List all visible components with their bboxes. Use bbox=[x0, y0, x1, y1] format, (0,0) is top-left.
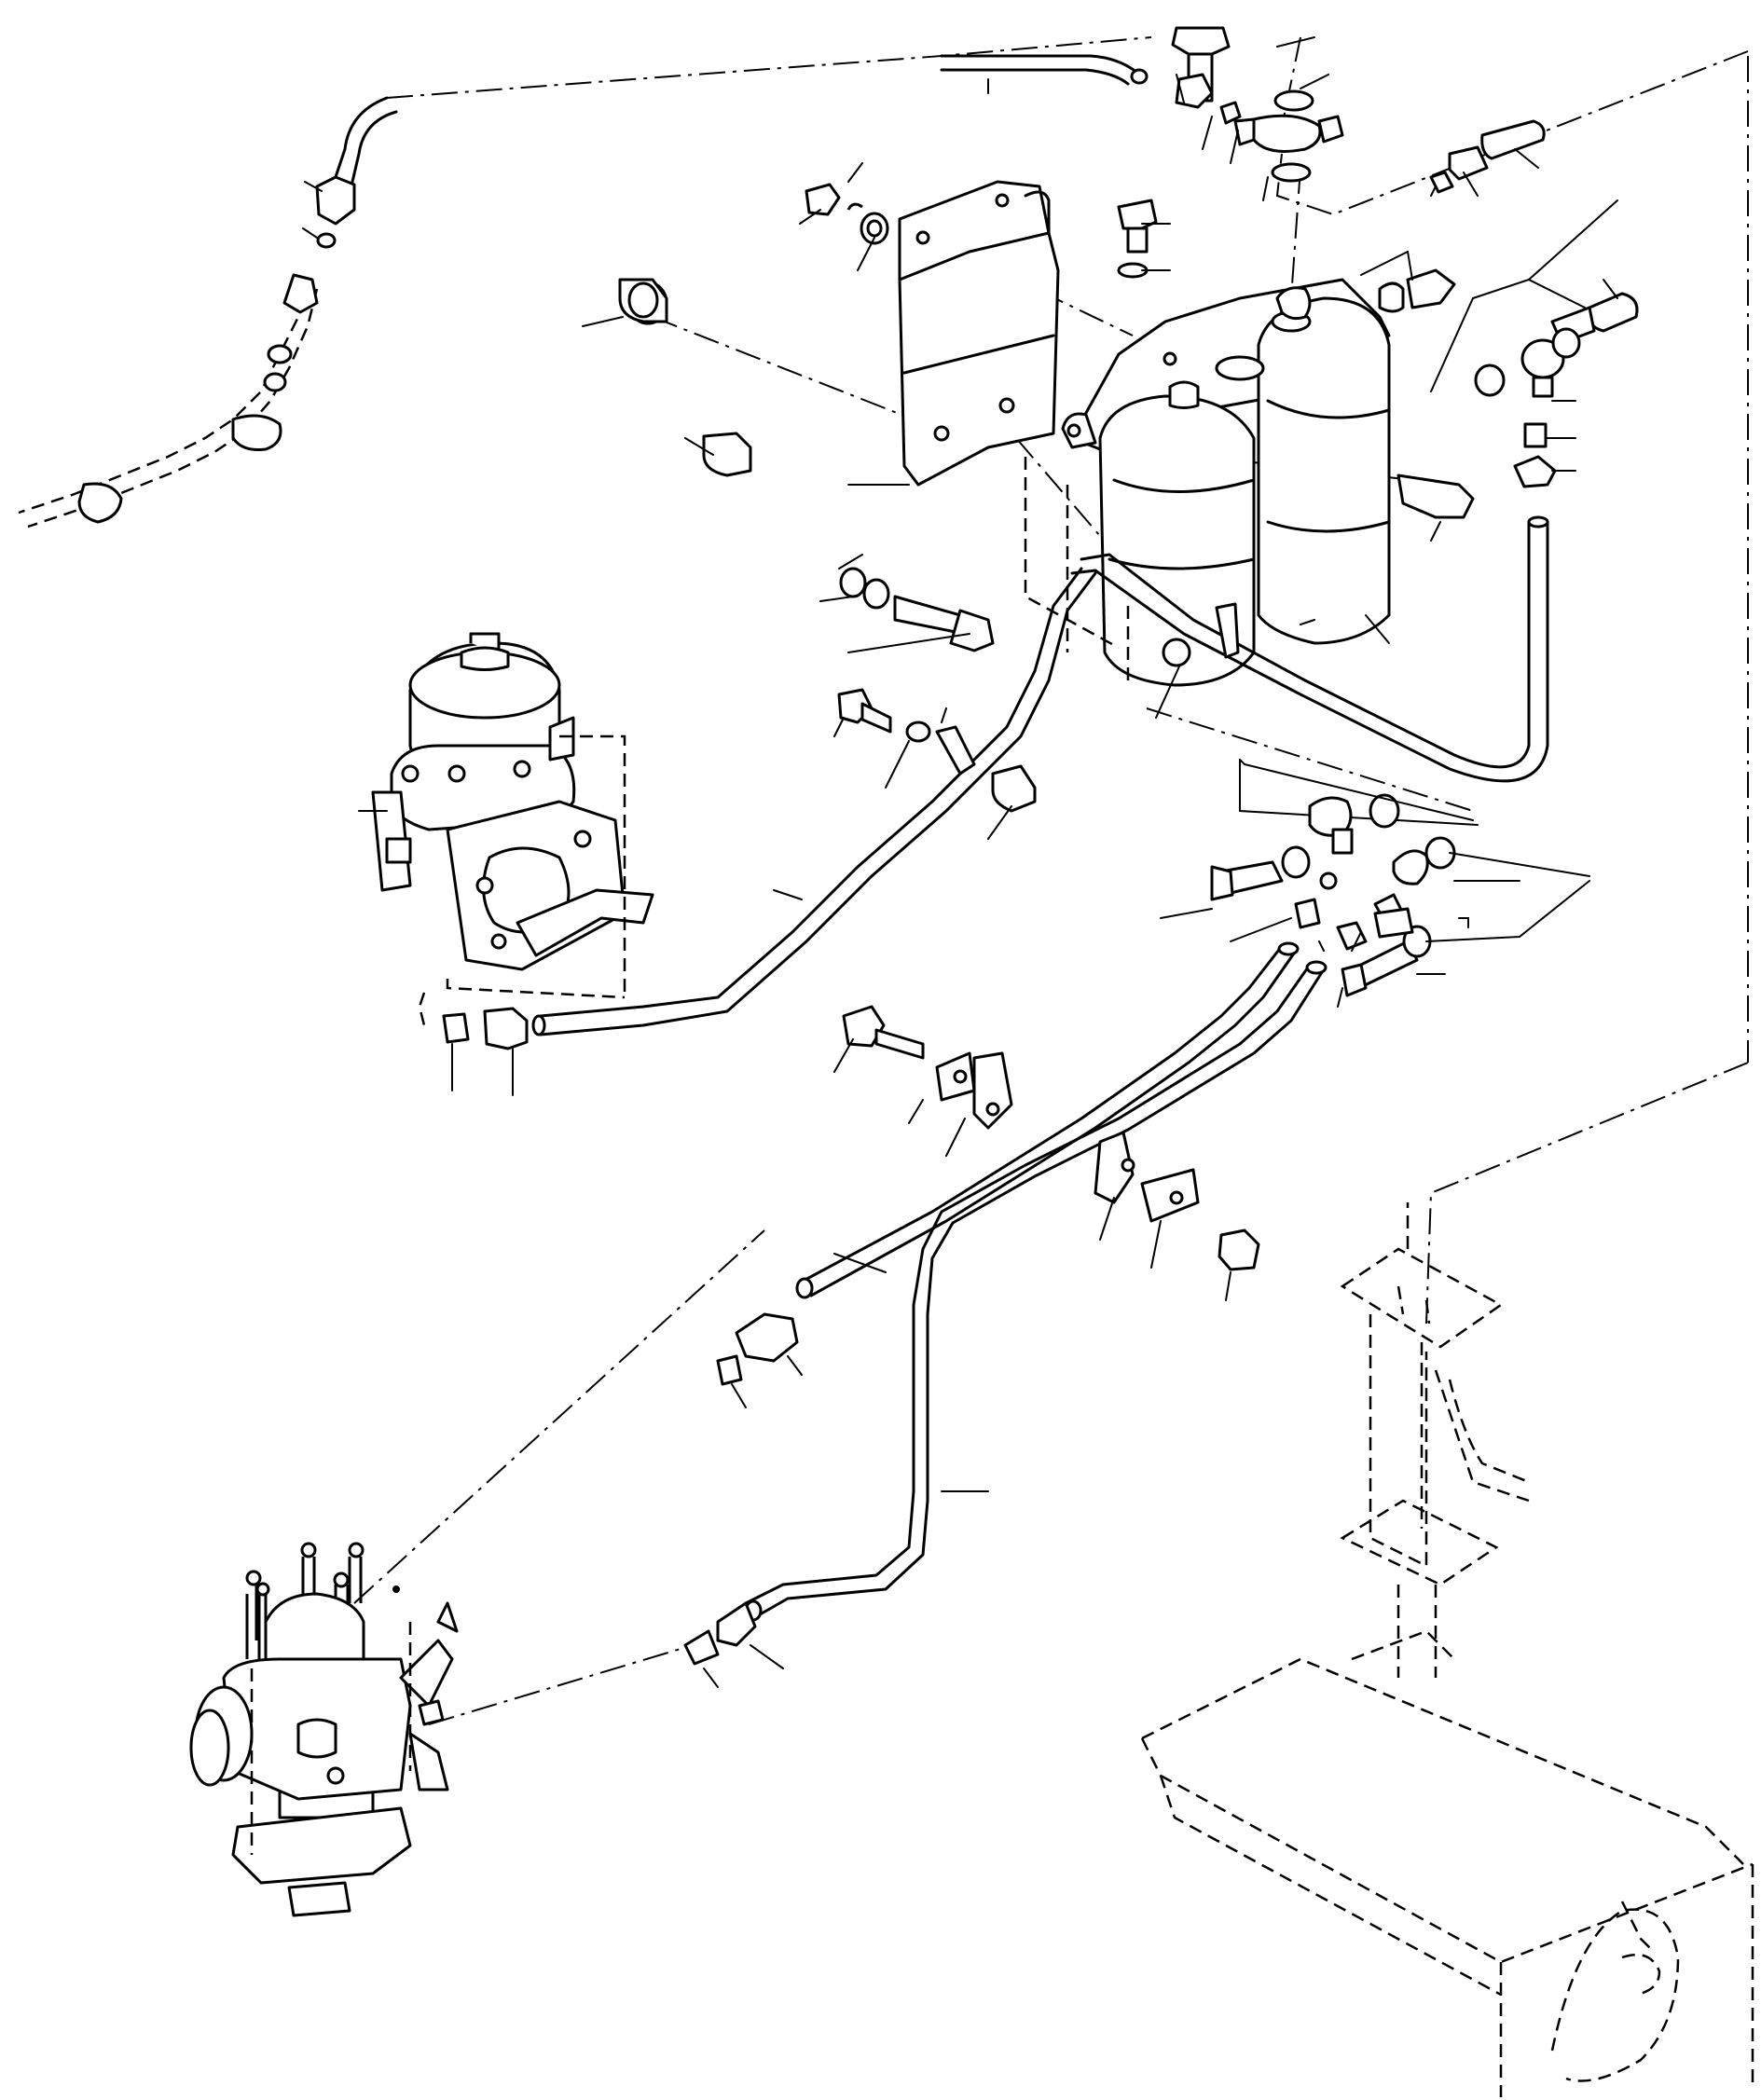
filter-inlet-banjo-cluster bbox=[1210, 759, 1479, 997]
banjo-union-top bbox=[1171, 26, 1344, 183]
lift-pump-pipe-clip bbox=[837, 688, 1037, 813]
fuel-injection-pump bbox=[189, 1542, 459, 1917]
injection-pump-unions bbox=[683, 1312, 799, 1666]
filter-clamp-bolt bbox=[1396, 474, 1475, 519]
lift-pump-union bbox=[418, 992, 529, 1050]
spacers bbox=[618, 278, 752, 477]
outlet-fittings-top-right bbox=[1429, 119, 1546, 194]
leader-lines bbox=[302, 36, 1618, 1688]
filter-right-banjo bbox=[1378, 268, 1639, 488]
leak-off-pipe-top bbox=[18, 54, 1149, 528]
filter-outlet-pipe-right bbox=[1070, 515, 1549, 783]
filter-mounting-bracket bbox=[898, 180, 1060, 487]
bracket-fixings bbox=[805, 183, 889, 245]
filter-bolt-top bbox=[1117, 199, 1158, 279]
pipe-clamp-bolt bbox=[842, 1005, 1013, 1130]
pipe-clamp-lower bbox=[1094, 1131, 1260, 1271]
fuel-filter-assembly bbox=[1024, 278, 1391, 687]
fuel-lift-pump bbox=[371, 632, 654, 999]
lift-pump-feed-pipe bbox=[531, 567, 1097, 1036]
fuel-tank bbox=[1140, 1202, 1754, 2097]
bracket-bolt bbox=[839, 567, 995, 652]
injection-pump-feed-pipes bbox=[744, 941, 1328, 1622]
